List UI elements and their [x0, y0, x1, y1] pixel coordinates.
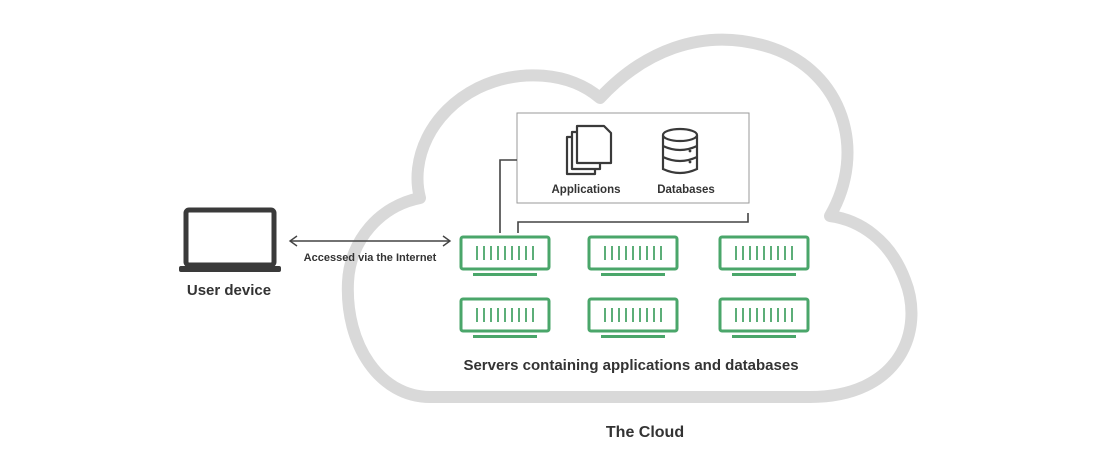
server-icon [587, 235, 679, 276]
cloud-label: The Cloud [606, 424, 684, 441]
user-device-label: User device [187, 282, 271, 299]
callout-connector [499, 159, 517, 233]
server-icon [587, 297, 679, 338]
database-icon [661, 127, 699, 175]
bidirectional-arrow-icon [288, 235, 452, 247]
server-icon [718, 297, 810, 338]
connection-label: Accessed via the Internet [304, 252, 437, 264]
server-icon [459, 235, 551, 276]
server-icon [459, 297, 551, 338]
server-icon [718, 235, 810, 276]
services-box [516, 112, 750, 204]
applications-icon [565, 124, 613, 176]
callout-bracket [517, 213, 749, 233]
applications-label: Applications [551, 184, 620, 196]
laptop-icon [179, 207, 281, 272]
cloud-shape [341, 33, 918, 403]
servers-label: Servers containing applications and data… [463, 357, 798, 374]
server-grid [459, 235, 810, 338]
databases-label: Databases [657, 184, 715, 196]
